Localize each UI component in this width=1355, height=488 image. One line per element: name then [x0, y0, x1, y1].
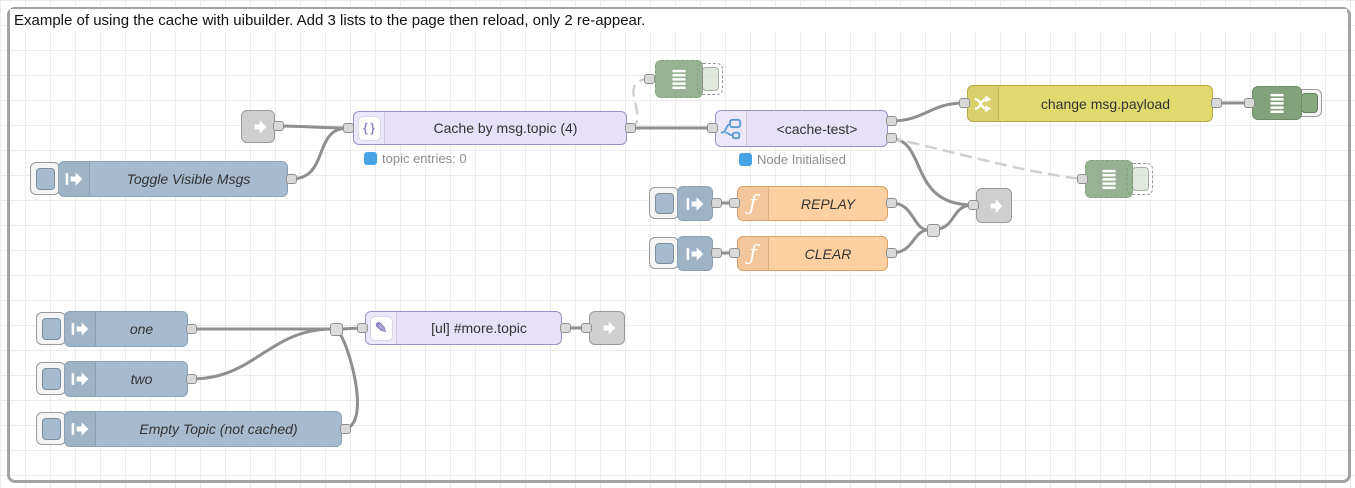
- inject-button[interactable]: [36, 312, 66, 345]
- node-status: topic entries: 0: [364, 151, 467, 166]
- function-clear[interactable]: ƒ CLEAR: [737, 236, 888, 271]
- junction[interactable]: [926, 223, 940, 237]
- link-out-control[interactable]: [976, 188, 1012, 223]
- uib-cache-node[interactable]: { } Cache by msg.topic (4): [353, 111, 627, 145]
- inject-arrow-icon: [70, 369, 90, 389]
- debug-list-icon: [669, 68, 689, 90]
- node-label: one: [129, 321, 154, 337]
- link-arrow-icon: [597, 318, 617, 338]
- port[interactable]: [185, 324, 197, 334]
- status-text: topic entries: 0: [382, 151, 467, 166]
- wire[interactable]: [889, 228, 931, 255]
- node-label: change msg.payload: [1040, 95, 1171, 112]
- status-dot-icon: [364, 152, 377, 165]
- link-arrow-icon: [984, 196, 1004, 216]
- status-text: Node Initialised: [757, 152, 846, 167]
- port[interactable]: [728, 198, 740, 208]
- port[interactable]: [885, 133, 897, 143]
- port[interactable]: [885, 248, 897, 258]
- debug-node-disabled-top[interactable]: [655, 60, 703, 98]
- inject-one[interactable]: one: [64, 311, 188, 347]
- port[interactable]: [559, 323, 571, 333]
- wire[interactable]: [337, 331, 359, 431]
- port[interactable]: [710, 198, 722, 208]
- port[interactable]: [958, 98, 970, 108]
- function-replay[interactable]: ƒ REPLAY: [737, 186, 888, 221]
- port[interactable]: [728, 248, 740, 258]
- inject-two[interactable]: two: [64, 361, 188, 397]
- uibuilder-cache-test-node[interactable]: <cache-test>: [715, 110, 888, 147]
- wire[interactable]: [289, 126, 350, 181]
- wire[interactable]: [889, 101, 966, 123]
- port[interactable]: [339, 424, 351, 434]
- change-msg-payload-node[interactable]: change msg.payload: [967, 85, 1213, 122]
- port[interactable]: [885, 198, 897, 208]
- group-label-strip: Example of using the cache with uibuilde…: [10, 9, 1347, 32]
- node-label: [ul] #more.topic: [431, 320, 527, 336]
- port[interactable]: [710, 248, 722, 258]
- port[interactable]: [1076, 174, 1088, 184]
- inject-replay-trigger[interactable]: [677, 186, 713, 221]
- node-label: Empty Topic (not cached): [139, 421, 298, 437]
- port[interactable]: [185, 374, 197, 384]
- port[interactable]: [624, 123, 636, 133]
- port[interactable]: [1210, 98, 1222, 108]
- wire-disabled[interactable]: [628, 77, 648, 130]
- inject-arrow-icon: [70, 419, 90, 439]
- junction[interactable]: [329, 322, 343, 336]
- inject-arrow-icon: [64, 169, 84, 189]
- braces-badge-icon: { }: [358, 116, 380, 140]
- function-f-icon: ƒ: [749, 241, 757, 265]
- port[interactable]: [342, 123, 354, 133]
- port[interactable]: [967, 200, 979, 210]
- wire-disabled[interactable]: [889, 136, 1084, 181]
- pencil-badge-icon: ✎: [370, 316, 392, 340]
- node-label: Cache by msg.topic (4): [433, 120, 578, 136]
- inject-arrow-icon: [70, 319, 90, 339]
- inject-clear-trigger[interactable]: [677, 236, 713, 271]
- inject-button[interactable]: [36, 362, 66, 395]
- inject-toggle-visible-msgs[interactable]: Toggle Visible Msgs: [58, 161, 288, 197]
- shuffle-icon: [973, 93, 994, 114]
- node-label: two: [130, 371, 153, 387]
- inject-button[interactable]: [36, 412, 66, 445]
- inject-arrow-icon: [685, 244, 705, 264]
- group-label: Example of using the cache with uibuilde…: [14, 12, 646, 29]
- link-in-node[interactable]: [241, 110, 275, 143]
- status-dot-icon: [739, 153, 752, 166]
- inject-empty-topic[interactable]: Empty Topic (not cached): [64, 411, 342, 447]
- port[interactable]: [272, 121, 284, 131]
- wire[interactable]: [189, 327, 333, 381]
- node-status: Node Initialised: [739, 152, 846, 167]
- inject-button[interactable]: [649, 237, 679, 269]
- group-outline[interactable]: [7, 7, 1351, 483]
- debug-node-enabled[interactable]: [1252, 86, 1302, 120]
- wire[interactable]: [276, 124, 350, 130]
- port[interactable]: [885, 116, 897, 126]
- node-label: <cache-test>: [776, 120, 858, 137]
- debug-list-icon: [1099, 168, 1119, 190]
- inject-button[interactable]: [30, 162, 60, 195]
- node-label: Toggle Visible Msgs: [126, 171, 251, 187]
- port[interactable]: [643, 74, 655, 84]
- wire[interactable]: [889, 136, 975, 207]
- port[interactable]: [356, 323, 368, 333]
- debug-list-icon: [1267, 92, 1287, 114]
- inject-button[interactable]: [649, 187, 679, 219]
- function-f-icon: ƒ: [749, 191, 757, 215]
- port[interactable]: [706, 123, 718, 133]
- node-label: REPLAY: [800, 195, 856, 212]
- link-arrow-icon: [248, 117, 268, 137]
- port[interactable]: [1243, 98, 1255, 108]
- port[interactable]: [285, 174, 297, 184]
- circuit-icon: [719, 117, 743, 141]
- debug-node-disabled-right[interactable]: [1085, 160, 1133, 198]
- port[interactable]: [580, 323, 592, 333]
- uib-template-node[interactable]: ✎ [ul] #more.topic: [365, 311, 562, 345]
- inject-arrow-icon: [685, 194, 705, 214]
- link-out-bottom[interactable]: [589, 311, 625, 345]
- node-label: CLEAR: [804, 245, 852, 262]
- wire[interactable]: [889, 201, 931, 232]
